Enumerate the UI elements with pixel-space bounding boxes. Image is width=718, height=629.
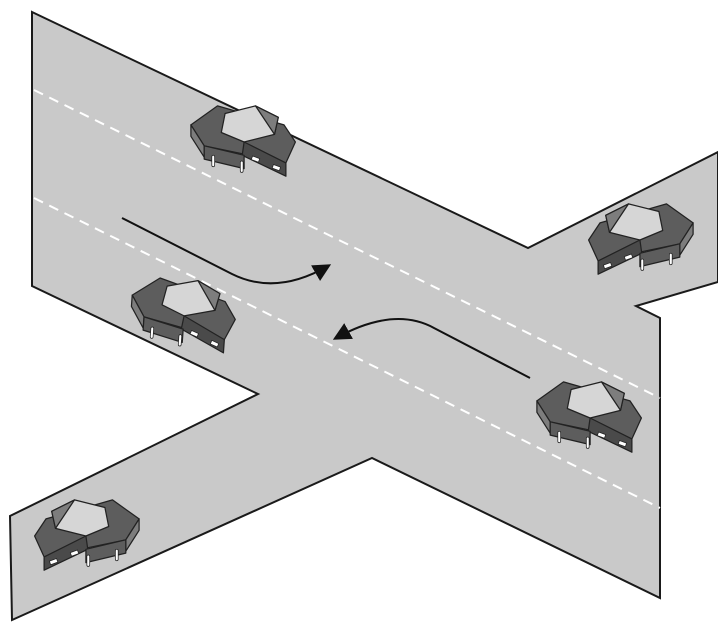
- turn-arrows: [121, 217, 531, 379]
- lane-line-lower: [33, 197, 661, 509]
- lane-markings: [33, 89, 661, 509]
- left-turn-arrow-eastbound: [121, 217, 332, 285]
- road-network: [8, 10, 718, 622]
- lane-line-upper: [33, 89, 661, 399]
- left-turn-arrow-westbound: [332, 318, 531, 379]
- main-road: [8, 10, 718, 622]
